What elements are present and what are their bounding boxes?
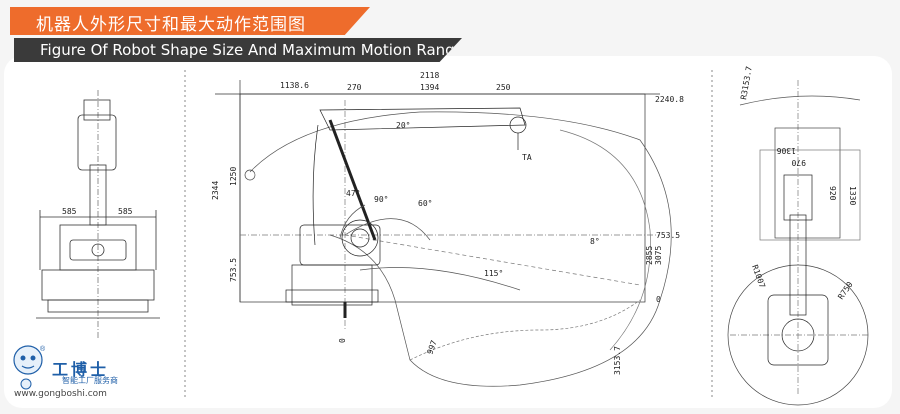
side-dim-5: 2240.8 <box>655 95 684 104</box>
title-cn-banner: 机器人外形尺寸和最大动作范围图 <box>10 7 370 35</box>
drawing-panel <box>4 56 892 408</box>
side-dim-2: 2118 <box>420 71 439 80</box>
angle-90: 90° <box>374 195 388 204</box>
side-view-range <box>215 80 672 387</box>
side-dim-7535-right: 753.5 <box>656 231 680 240</box>
top-dim-5: R1007 <box>750 264 767 290</box>
top-dim-1: 1306 <box>777 146 796 155</box>
front-dim-left: 585 <box>62 207 77 216</box>
side-dim-zero-bottom: 0 <box>338 338 347 343</box>
side-dim-zero-right: 0 <box>656 295 661 304</box>
side-dim-997: 997 <box>425 339 438 356</box>
front-view-robot <box>36 90 160 340</box>
side-dim-7535-left: 753.5 <box>229 258 238 282</box>
title-cn: 机器人外形尺寸和最大动作范围图 <box>36 15 306 35</box>
point-ta: TA <box>522 153 532 162</box>
side-dim-1250: 1250 <box>229 167 238 186</box>
side-dim-3075: 3075 <box>654 246 663 265</box>
side-dim-31537: 3153.7 <box>613 346 622 375</box>
robot-mascot-icon <box>13 345 43 390</box>
side-dim-1: 270 <box>347 83 362 92</box>
logo-url: www.gongboshi.com <box>14 389 107 399</box>
side-dim-0: 1138.6 <box>280 81 309 90</box>
logo-name: 工博士 <box>52 360 110 379</box>
registered-mark: ® <box>40 346 46 353</box>
angle-60: 60° <box>418 199 432 208</box>
top-view-robot <box>727 80 870 406</box>
logo-subtitle: 智能工厂服务商 <box>62 376 118 385</box>
top-dim-0: R3153.7 <box>739 65 754 100</box>
top-dim-2: 970 <box>791 158 806 167</box>
side-dim-4: 250 <box>496 83 511 92</box>
side-dim-2855: 2855 <box>645 246 654 265</box>
top-dim-3: 920 <box>828 186 837 201</box>
side-dim-3: 1394 <box>420 83 439 92</box>
title-en-banner: Figure Of Robot Shape Size And Maximum M… <box>14 38 462 62</box>
side-dim-height: 2344 <box>211 181 220 200</box>
angle-8: 8° <box>590 237 600 246</box>
angle-115: 115° <box>484 269 503 278</box>
angle-20: 20° <box>396 121 410 130</box>
top-dim-4: 1330 <box>848 186 857 205</box>
front-dim-right: 585 <box>118 207 133 216</box>
title-en: Figure Of Robot Shape Size And Maximum M… <box>40 41 464 59</box>
angle-47: 47° <box>346 189 360 198</box>
